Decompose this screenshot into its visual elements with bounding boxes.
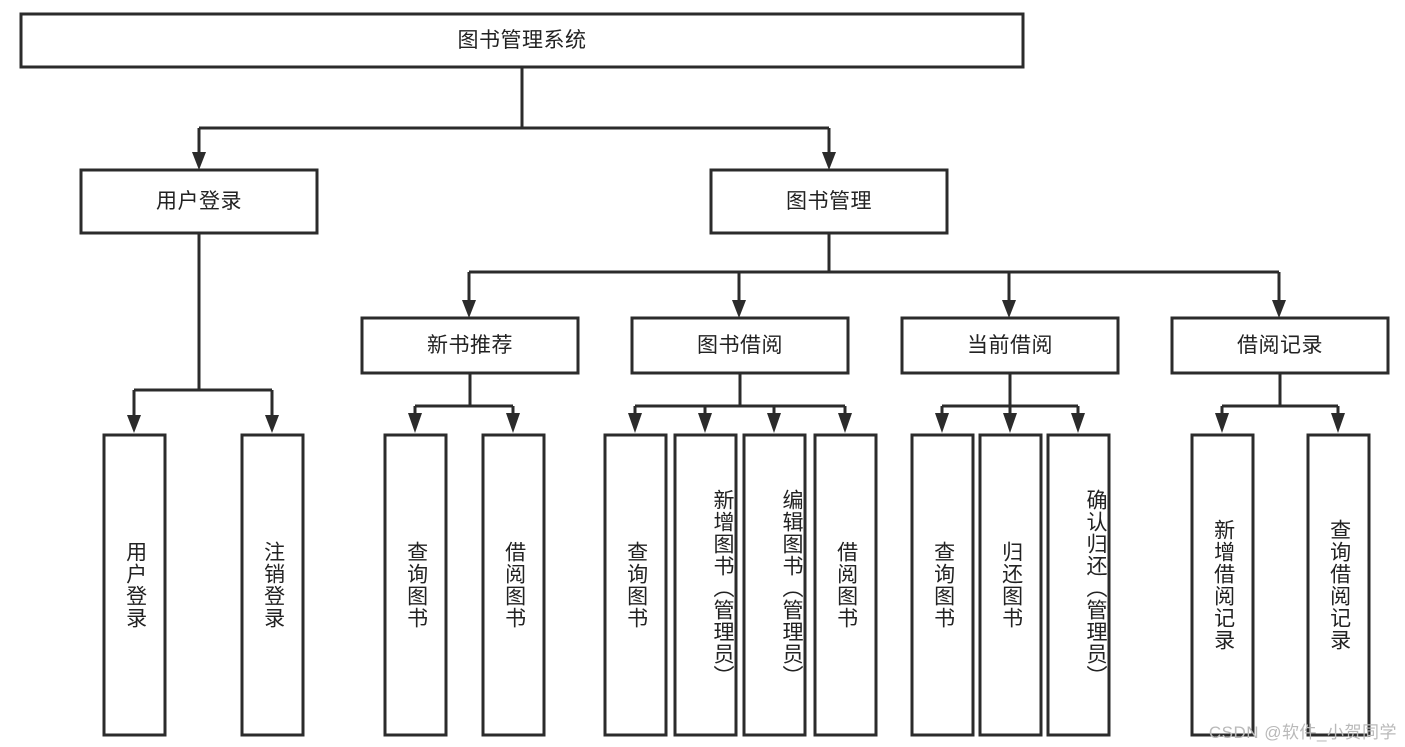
arrowhead-borrowrecord-leaf-1 xyxy=(1215,413,1229,433)
node-leaf-add-record-box[interactable] xyxy=(1190,433,1255,737)
arrowhead-bm-currentborrow xyxy=(1002,300,1016,318)
node-new-book-rec-box[interactable] xyxy=(360,316,580,375)
arrowhead-currentborrow-leaf-3 xyxy=(1071,413,1085,433)
connector-book-manage-bus xyxy=(469,233,1279,274)
node-book-borrow-box[interactable] xyxy=(630,316,850,375)
node-leaf-logout-box[interactable] xyxy=(240,433,305,737)
arrowhead-bookborrow-leaf-4 xyxy=(838,413,852,433)
node-leaf-edit-book-box[interactable] xyxy=(742,433,807,737)
node-leaf-query-book-1-box[interactable] xyxy=(383,433,448,737)
arrowhead-borrowrecord-leaf-2 xyxy=(1331,413,1345,433)
node-leaf-borrow-book-1-box[interactable] xyxy=(481,433,546,737)
connector-bookborrow-bus xyxy=(635,373,845,408)
node-leaf-query-book-3-box[interactable] xyxy=(910,433,975,737)
arrowhead-currentborrow-leaf-1 xyxy=(935,413,949,433)
connector-root-bus xyxy=(199,67,829,130)
arrowhead-user-login-leaf-1 xyxy=(127,415,141,433)
arrowhead-root-to-book-manage xyxy=(822,152,836,170)
node-leaf-query-record-box[interactable] xyxy=(1306,433,1371,737)
arrowhead-currentborrow-leaf-2 xyxy=(1003,413,1017,433)
arrowhead-newbook-leaf-1 xyxy=(408,413,422,433)
node-current-borrow-box[interactable] xyxy=(900,316,1120,375)
node-leaf-user-login-box[interactable] xyxy=(102,433,167,737)
arrowhead-user-login-leaf-2 xyxy=(265,415,279,433)
node-root-box[interactable] xyxy=(19,12,1025,69)
node-user-login-box[interactable] xyxy=(79,168,319,235)
connector-newbook-bus xyxy=(415,373,513,408)
arrowhead-root-to-user-login xyxy=(192,152,206,170)
node-leaf-add-book-box[interactable] xyxy=(673,433,738,737)
connector-user-login-bus xyxy=(134,233,272,392)
node-leaf-confirm-return-box[interactable] xyxy=(1046,433,1111,737)
arrowhead-newbook-leaf-2 xyxy=(506,413,520,433)
arrowhead-bookborrow-leaf-3 xyxy=(767,413,781,433)
arrowhead-bm-bookborrow xyxy=(732,300,746,318)
arrowhead-bookborrow-leaf-1 xyxy=(628,413,642,433)
node-leaf-borrow-book-2-box[interactable] xyxy=(813,433,878,737)
node-borrow-record-box[interactable] xyxy=(1170,316,1390,375)
arrowhead-bookborrow-leaf-2 xyxy=(698,413,712,433)
connector-borrowrecord-bus xyxy=(1222,373,1338,408)
node-leaf-query-book-2-box[interactable] xyxy=(603,433,668,737)
connector-currentborrow-bus xyxy=(942,373,1078,408)
arrowhead-bm-borrowrecord xyxy=(1272,300,1286,318)
node-book-manage-box[interactable] xyxy=(709,168,949,235)
node-leaf-return-book-box[interactable] xyxy=(978,433,1043,737)
arrowhead-bm-newbook xyxy=(462,300,476,318)
